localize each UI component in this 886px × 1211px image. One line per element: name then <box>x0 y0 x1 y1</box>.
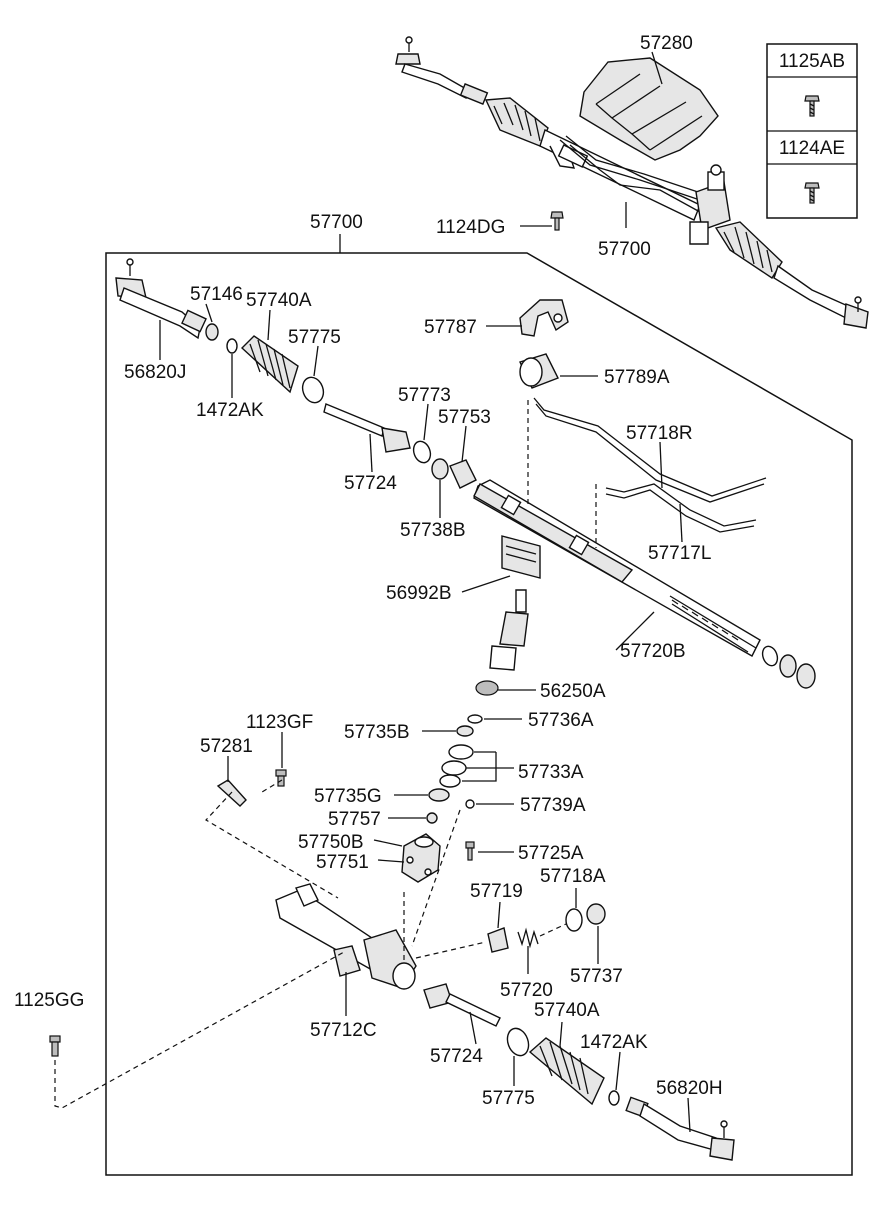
inner-tie-rod-57724-lower <box>423 983 501 1027</box>
label-1123gf: 1123GF <box>246 712 313 733</box>
mounting-bracket-57787 <box>519 299 569 337</box>
label-57735b: 57735B <box>344 722 410 743</box>
ball-57739a <box>465 799 475 809</box>
return-pipe-57717l <box>605 483 757 527</box>
nut-57737 <box>586 903 606 925</box>
band-57775-lower <box>506 1027 530 1057</box>
part-labels: 57280 57700 57700 1124DG 57146 57740A 57… <box>14 33 723 1109</box>
clip-1472ak-lower <box>608 1090 620 1106</box>
label-57789a: 57789A <box>604 367 670 388</box>
seal-ring <box>779 654 797 678</box>
adjust-plug-57719 <box>487 927 509 953</box>
assembled-gear-view <box>395 36 869 329</box>
bolt-1123gf <box>275 769 287 787</box>
seal-57718a <box>565 908 583 932</box>
heat-shield-57280 <box>579 57 719 161</box>
label-57751: 57751 <box>316 852 369 873</box>
bolt-icon <box>804 95 820 117</box>
label-57719: 57719 <box>470 881 523 902</box>
bracket-57281 <box>216 779 247 807</box>
label-57717l: 57717L <box>648 543 711 564</box>
legend-code-1125ab: 1125AB <box>779 51 845 72</box>
label-57738b: 57738B <box>400 520 466 541</box>
leader-lines <box>159 51 691 1133</box>
bolt-icon <box>804 182 820 204</box>
o-ring-57733a <box>441 760 467 776</box>
seal-ring <box>761 645 779 667</box>
yoke-plug-57750b <box>401 833 441 883</box>
label-57146: 57146 <box>190 284 243 305</box>
lock-nut-57146 <box>205 323 219 341</box>
label-57700-top: 57700 <box>598 239 651 260</box>
clip-1472ak <box>226 338 238 354</box>
label-57753: 57753 <box>438 407 491 428</box>
rack-housing-57720b <box>473 479 761 657</box>
label-57725a: 57725A <box>518 843 584 864</box>
spring-57720 <box>517 927 539 949</box>
label-57737: 57737 <box>570 966 623 987</box>
washer-57738b <box>431 458 449 480</box>
bolt-57725a <box>465 841 475 861</box>
label-57718r: 57718R <box>626 423 693 444</box>
label-57724-top: 57724 <box>344 473 397 494</box>
gear-housing-57712c <box>275 883 417 990</box>
label-57740a-bot: 57740A <box>534 1000 600 1021</box>
label-57787: 57787 <box>424 317 477 338</box>
label-57775-bot: 57775 <box>482 1088 535 1109</box>
label-57712c: 57712C <box>310 1020 377 1041</box>
ring-57736a <box>467 714 483 724</box>
label-57733a: 57733A <box>518 762 584 783</box>
plug-57757 <box>426 812 438 824</box>
label-56250a: 56250A <box>540 681 606 702</box>
label-57718a: 57718A <box>540 866 606 887</box>
label-plate-56992b <box>501 535 541 579</box>
label-1125gg: 1125GG <box>14 990 84 1011</box>
seal-ring <box>796 663 816 689</box>
pressure-pipe-57718r <box>533 397 767 497</box>
bolt-1125gg <box>49 1035 61 1057</box>
label-56992b: 56992B <box>386 583 452 604</box>
label-57281: 57281 <box>200 736 253 757</box>
legend-code-1124ae: 1124AE <box>779 138 845 159</box>
band-57775 <box>301 376 325 404</box>
label-56820h: 56820H <box>656 1078 723 1099</box>
bellows-boot-57740a-lower <box>528 1037 605 1106</box>
label-56820j: 56820J <box>124 362 186 383</box>
label-57720: 57720 <box>500 980 553 1001</box>
fastener-legend: 1125AB 1124AE <box>766 43 858 219</box>
washer-57735g <box>428 788 450 802</box>
label-57739a: 57739A <box>520 795 586 816</box>
label-57773: 57773 <box>398 385 451 406</box>
label-57735g: 57735G <box>314 786 382 807</box>
label-57724-bot: 57724 <box>430 1046 483 1067</box>
label-57720b: 57720B <box>620 641 686 662</box>
o-ring-57733a <box>439 774 461 788</box>
label-1472ak-bot: 1472AK <box>580 1032 648 1053</box>
label-57775-top: 57775 <box>288 327 341 348</box>
o-ring-57773 <box>412 440 432 464</box>
bushing-57753 <box>449 459 477 489</box>
seal-56250a <box>475 680 499 696</box>
main-parts-frame <box>105 252 853 1176</box>
bellows-boot-57740a <box>240 335 299 394</box>
tie-rod-end-56820h <box>625 1096 735 1161</box>
o-ring-57733a <box>448 744 474 760</box>
label-57280: 57280 <box>640 33 693 54</box>
label-57736a: 57736A <box>528 710 594 731</box>
tie-rod-end-56820j <box>115 258 207 340</box>
inner-tie-rod-57724 <box>323 403 411 453</box>
label-1124dg: 1124DG <box>436 217 505 238</box>
label-57740a-top: 57740A <box>246 290 312 311</box>
pinion-valve <box>489 589 529 671</box>
label-1472ak-top: 1472AK <box>196 400 264 421</box>
label-57750b: 57750B <box>298 832 364 853</box>
label-57757: 57757 <box>328 809 381 830</box>
bolt-1124dg <box>550 211 564 231</box>
ring-57735b <box>456 725 474 737</box>
label-57700-frame: 57700 <box>310 212 363 233</box>
